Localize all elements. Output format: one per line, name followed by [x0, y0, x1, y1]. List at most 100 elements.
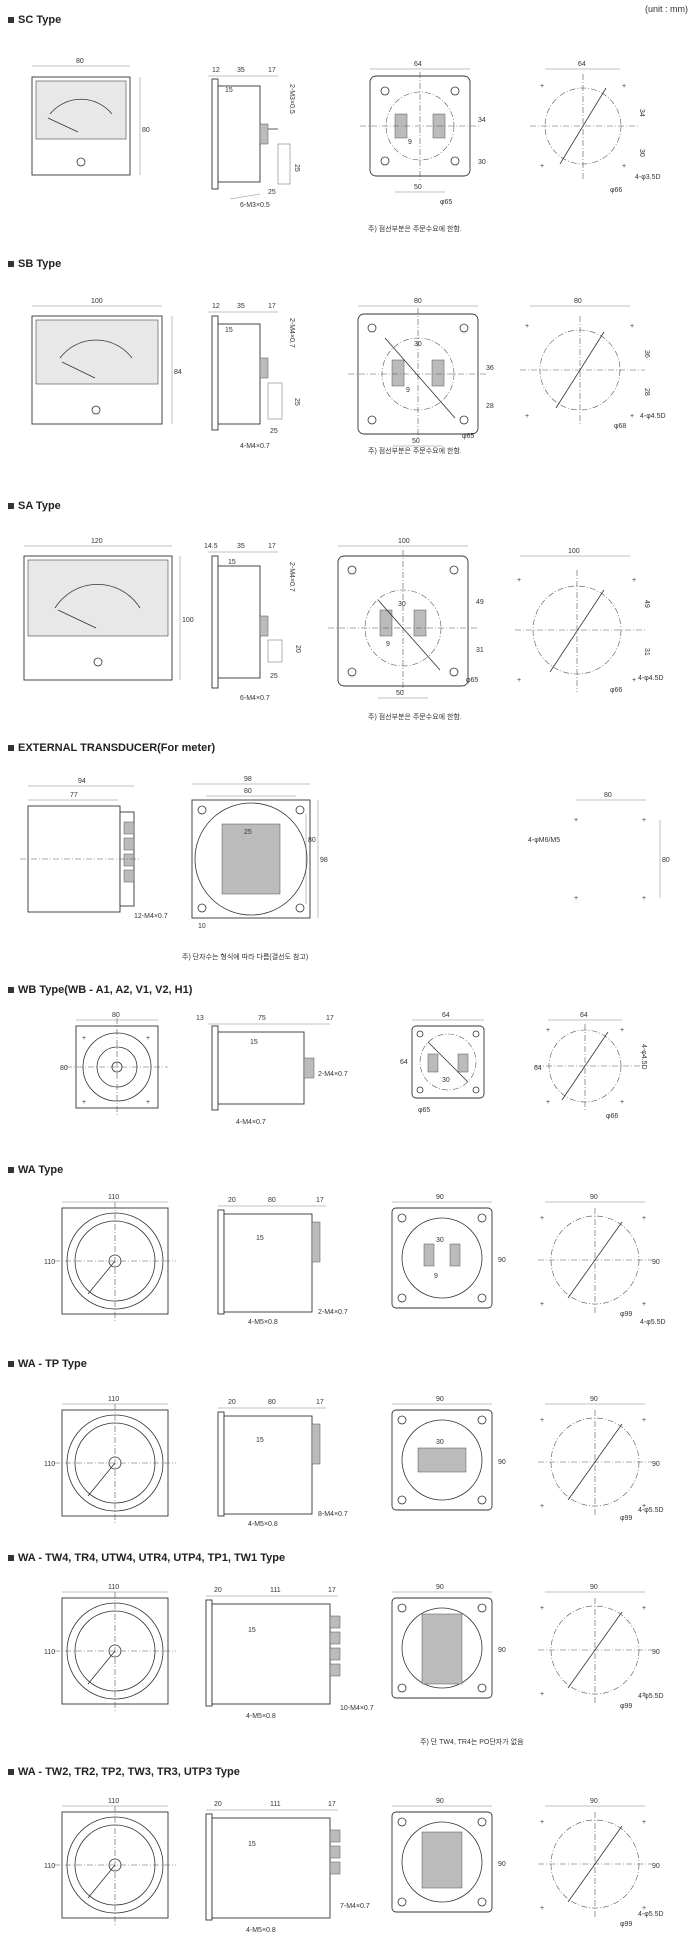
svg-text:110: 110 [44, 1461, 55, 1468]
svg-text:64: 64 [414, 61, 422, 68]
panel-cutout-view: 80 ++ ++ 36 28 φ68 4-φ4.5D [520, 298, 666, 430]
section-title: WA Type [8, 1164, 63, 1176]
svg-text:30: 30 [436, 1439, 444, 1446]
svg-text:+: + [622, 163, 626, 170]
svg-text:+: + [540, 1605, 544, 1612]
svg-text:17: 17 [326, 1015, 334, 1022]
svg-text:36: 36 [486, 365, 494, 372]
section-title: WA - TP Type [8, 1358, 87, 1370]
svg-text:20: 20 [294, 645, 301, 653]
svg-text:80: 80 [112, 1012, 120, 1019]
svg-text:110: 110 [44, 1863, 55, 1870]
svg-text:10: 10 [198, 923, 206, 930]
svg-text:+: + [146, 1099, 150, 1106]
svg-text:98: 98 [244, 776, 252, 783]
svg-text:120: 120 [91, 538, 103, 545]
section-sa-type: SA Type 120 100 14.5 35 17 15 2-M4×0.7 2… [0, 500, 696, 730]
svg-text:25: 25 [293, 398, 300, 406]
panel-cutout-view: 100 ++ ++ 49 31 φ66 4-φ4.5D [515, 548, 664, 694]
svg-text:49: 49 [643, 600, 650, 608]
rear-view: 100 30 49 31 9 50 φ65 [328, 538, 484, 699]
svg-text:φ65: φ65 [440, 199, 452, 206]
front-view: 110 110 [44, 1798, 176, 1926]
transducer-drawings: 94 77 12-M4×0.7 98 80 25 98 80 10 80 [20, 776, 670, 930]
svg-text:4-φ5.5D: 4-φ5.5D [638, 1911, 664, 1918]
svg-text:90: 90 [498, 1257, 506, 1264]
svg-text:+: + [642, 1503, 646, 1510]
sc-drawings: 80 80 12 35 17 15 2-M3×0.5 25 25 6-M3×0.… [31, 58, 661, 209]
svg-text:75: 75 [258, 1015, 266, 1022]
bullet-icon [8, 1361, 14, 1367]
wa-drawings: 110 110 20 80 17 15 2-M4×0.7 4-M5×0.8 90 [44, 1194, 666, 1326]
svg-text:φ65: φ65 [418, 1107, 430, 1114]
svg-text:110: 110 [108, 1584, 119, 1591]
svg-text:15: 15 [225, 87, 233, 94]
svg-text:15: 15 [256, 1235, 264, 1242]
footnote: 주) 점선부분은 주문수요에 한함. [368, 448, 462, 455]
svg-text:90: 90 [498, 1647, 506, 1654]
svg-text:4-φ5.5D: 4-φ5.5D [640, 1319, 666, 1326]
svg-text:80: 80 [244, 788, 252, 795]
svg-text:111: 111 [270, 1587, 281, 1594]
svg-text:35: 35 [237, 303, 245, 310]
bullet-icon [8, 745, 14, 751]
svg-text:49: 49 [476, 599, 484, 606]
svg-text:4-M5×0.8: 4-M5×0.8 [246, 1713, 276, 1720]
front-view: 80 ++ ++ 80 [60, 1012, 168, 1116]
svg-text:+: + [82, 1099, 86, 1106]
svg-text:17: 17 [268, 543, 276, 550]
footnote: 주) 점선부분은 주문수요에 한함. [368, 226, 462, 233]
wa-tp-drawings: 110 110 20 80 17 15 8-M4×0.7 4-M5×0.8 90 [44, 1396, 664, 1528]
svg-text:98: 98 [320, 857, 328, 864]
section-title: WA - TW4, TR4, UTW4, UTR4, UTP4, TP1, TW… [8, 1552, 285, 1564]
svg-text:+: + [540, 83, 544, 90]
svg-text:100: 100 [398, 538, 410, 545]
svg-text:+: + [622, 83, 626, 90]
svg-text:+: + [540, 1819, 544, 1826]
svg-text:110: 110 [44, 1259, 55, 1266]
svg-text:φ66: φ66 [610, 187, 622, 194]
front-view: 100 84 [31, 298, 182, 425]
panel-cutout-view: 64 ++ ++ 34 30 φ66 4-φ3.5D [530, 61, 661, 194]
svg-text:4-φM6/M5: 4-φM6/M5 [528, 837, 560, 844]
svg-text:+: + [517, 577, 521, 584]
svg-text:17: 17 [328, 1801, 336, 1808]
front-view: 80 80 [31, 58, 150, 176]
svg-text:17: 17 [268, 303, 276, 310]
front-view: 110 110 [44, 1194, 176, 1322]
svg-text:12-M4×0.7: 12-M4×0.7 [134, 913, 168, 920]
svg-text:4-φ4.5D: 4-φ4.5D [638, 675, 664, 682]
svg-text:90: 90 [498, 1861, 506, 1868]
panel-cutout-view: 90 ++ ++ 90 φ99 4-φ5.5D [538, 1798, 664, 1928]
svg-text:φ66: φ66 [606, 1113, 618, 1120]
svg-text:35: 35 [237, 543, 245, 550]
front-view: 120 100 [23, 538, 194, 681]
svg-text:20: 20 [228, 1197, 236, 1204]
svg-text:2-M4×0.7: 2-M4×0.7 [288, 562, 295, 592]
bullet-icon [8, 1555, 14, 1561]
svg-text:15: 15 [248, 1841, 256, 1848]
svg-text:+: + [525, 413, 529, 420]
rear-view: 90 30 90 [391, 1396, 506, 1511]
svg-text:31: 31 [476, 647, 484, 654]
side-view: 20 80 17 15 8-M4×0.7 4-M5×0.8 [217, 1399, 348, 1528]
front-view: 110 110 [44, 1396, 176, 1524]
panel-cutout-view: 64 ++ ++ 64 φ66 4-φ4.5D [534, 1012, 647, 1120]
svg-text:80: 80 [60, 1065, 68, 1072]
svg-text:90: 90 [590, 1396, 598, 1403]
svg-text:80: 80 [604, 792, 612, 799]
svg-text:36: 36 [643, 350, 650, 358]
side-view: 12 35 17 15 2-M3×0.5 25 25 6-M3×0.5 [208, 67, 300, 209]
svg-text:4-M5×0.8: 4-M5×0.8 [246, 1927, 276, 1934]
svg-text:+: + [642, 1691, 646, 1698]
svg-text:+: + [517, 677, 521, 684]
section-title: WB Type(WB - A1, A2, V1, V2, H1) [8, 984, 192, 996]
svg-text:30: 30 [478, 159, 486, 166]
svg-text:20: 20 [228, 1399, 236, 1406]
rear-view: 64 34 30 9 50 φ65 [360, 61, 486, 206]
svg-text:25: 25 [293, 164, 300, 172]
svg-text:14.5: 14.5 [204, 543, 218, 550]
unit-label: (unit : mm) [644, 4, 688, 14]
svg-text:+: + [620, 1027, 624, 1034]
svg-text:90: 90 [436, 1396, 444, 1403]
